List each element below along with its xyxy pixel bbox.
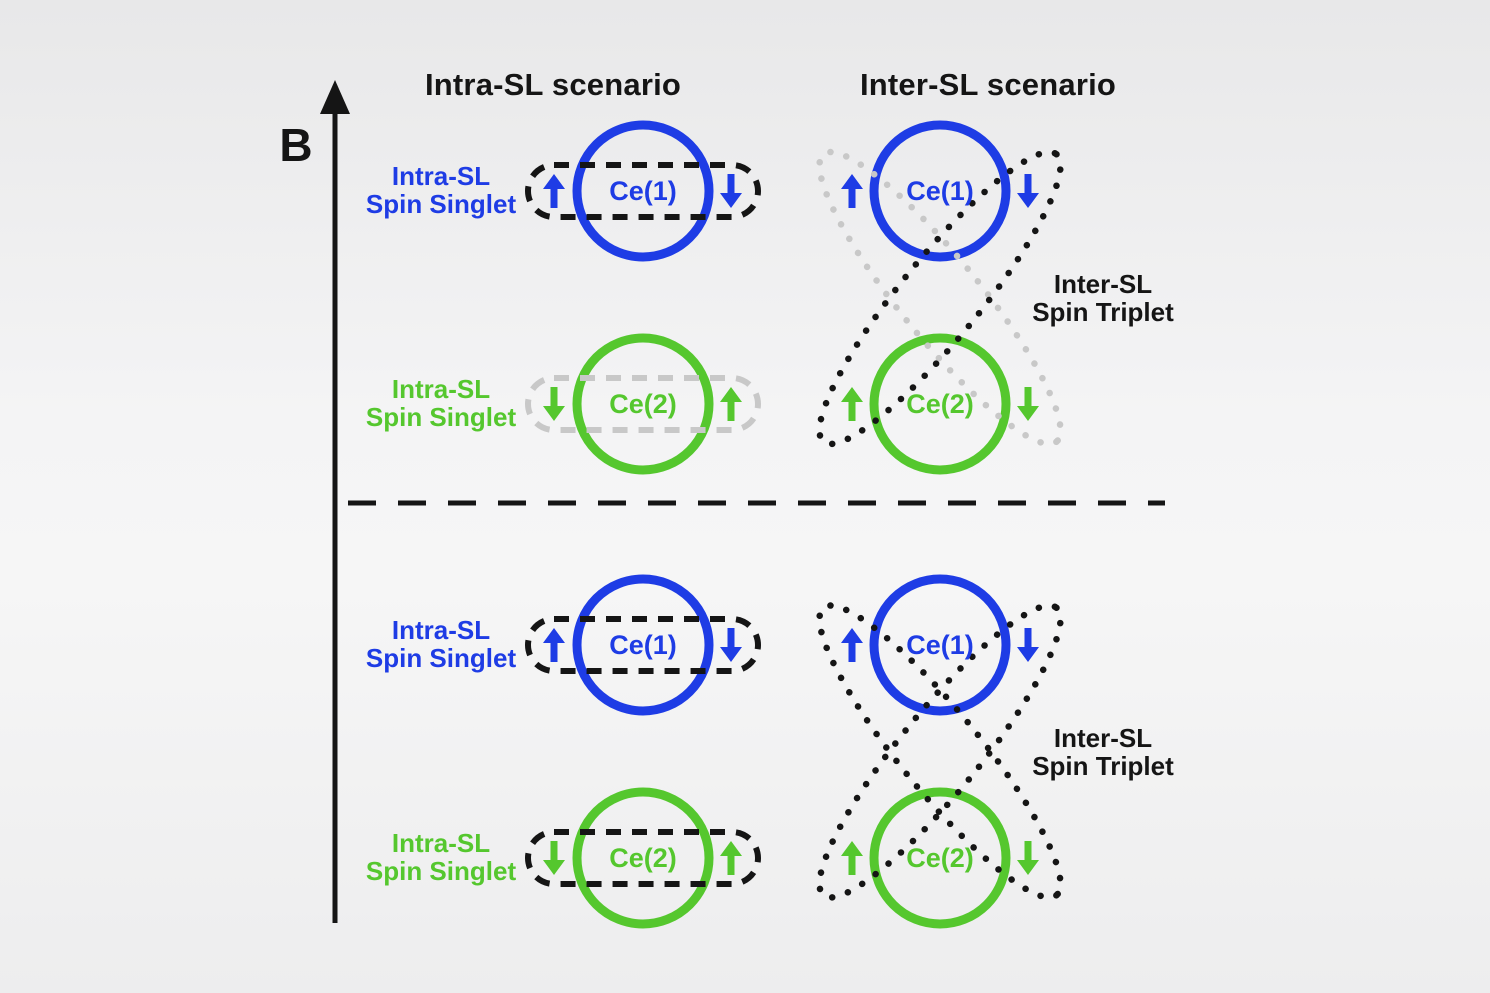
intra-ion-circle-blue [572,574,714,716]
spin-arrow-down-icon [543,387,565,421]
intra-singlet-label-line1: Intra-SL [391,828,491,858]
inter-triplet-loop-gray [816,148,1064,448]
inter-triplet-label: Inter-SL Spin Triplet [963,270,1243,326]
intra-singlet-label: Intra-SL Spin Singlet [326,616,556,672]
inter-triplet-label-line2: Spin Triplet [1032,297,1174,327]
inter-triplet-label-line1: Inter-SL [1053,269,1153,299]
inter-triplet-loop-black [816,148,1064,448]
ion-label-ce2: Ce(2) [609,389,677,419]
ion-label-ce2: Ce(2) [609,843,677,873]
intra-singlet-label-line2: Spin Singlet [365,856,517,886]
spin-arrow-down-icon [1017,174,1039,208]
spin-arrow-up-icon [543,628,565,662]
spin-arrow-down-icon [1017,628,1039,662]
intra-singlet-label: Intra-SL Spin Singlet [326,375,556,431]
inter-triplet-loop-black [816,602,1064,901]
column-title-inter-sl: Inter-SL scenario [859,67,1117,102]
intra-singlet-capsule [525,162,761,220]
inter-ion-circle-green [869,787,1011,929]
ion-label-ce1: Ce(1) [609,630,677,660]
inter-triplet-label: Inter-SL Spin Triplet [963,724,1243,780]
inter-ion-circle-blue [869,120,1011,262]
spin-arrow-down-icon [720,174,742,208]
ion-label-ce1: Ce(1) [609,176,677,206]
intra-ion-circle-blue [572,120,714,262]
intra-singlet-capsule [525,616,761,674]
intra-singlet-label: Intra-SL Spin Singlet [326,162,556,218]
spin-arrow-up-icon [841,628,863,662]
field-axis-arrowhead-icon [320,80,350,114]
intra-singlet-label: Intra-SL Spin Singlet [326,829,556,885]
spin-arrow-up-icon [841,387,863,421]
spin-arrow-up-icon [841,841,863,875]
inter-ion-circle-green [869,333,1011,475]
field-axis-label: B [279,119,313,171]
intra-ion-circle-green [572,787,714,929]
intra-singlet-label-line2: Spin Singlet [365,402,517,432]
intra-singlet-label-line1: Intra-SL [391,161,491,191]
spin-arrow-down-icon [543,841,565,875]
intra-singlet-label-line2: Spin Singlet [365,643,517,673]
ion-label-ce1: Ce(1) [906,630,974,660]
spin-arrow-down-icon [1017,387,1039,421]
spin-arrow-down-icon [1017,841,1039,875]
spin-arrow-up-icon [841,174,863,208]
inter-triplet-label-line1: Inter-SL [1053,723,1153,753]
ion-label-ce1: Ce(1) [906,176,974,206]
spin-arrow-up-icon [543,174,565,208]
spin-arrow-down-icon [720,628,742,662]
inter-ion-circle-blue [869,574,1011,716]
intra-singlet-capsule [525,829,761,887]
ion-label-ce2: Ce(2) [906,843,974,873]
intra-singlet-label-line2: Spin Singlet [365,189,517,219]
inter-triplet-loop-black [816,602,1064,901]
ion-label-ce2: Ce(2) [906,389,974,419]
intra-singlet-label-line1: Intra-SL [391,374,491,404]
intra-ion-circle-green [572,333,714,475]
intra-singlet-label-line1: Intra-SL [391,615,491,645]
intra-singlet-capsule [525,375,761,433]
inter-triplet-label-line2: Spin Triplet [1032,751,1174,781]
column-title-intra-sl: Intra-SL scenario [424,67,682,102]
spin-arrow-up-icon [720,841,742,875]
spin-arrow-up-icon [720,387,742,421]
